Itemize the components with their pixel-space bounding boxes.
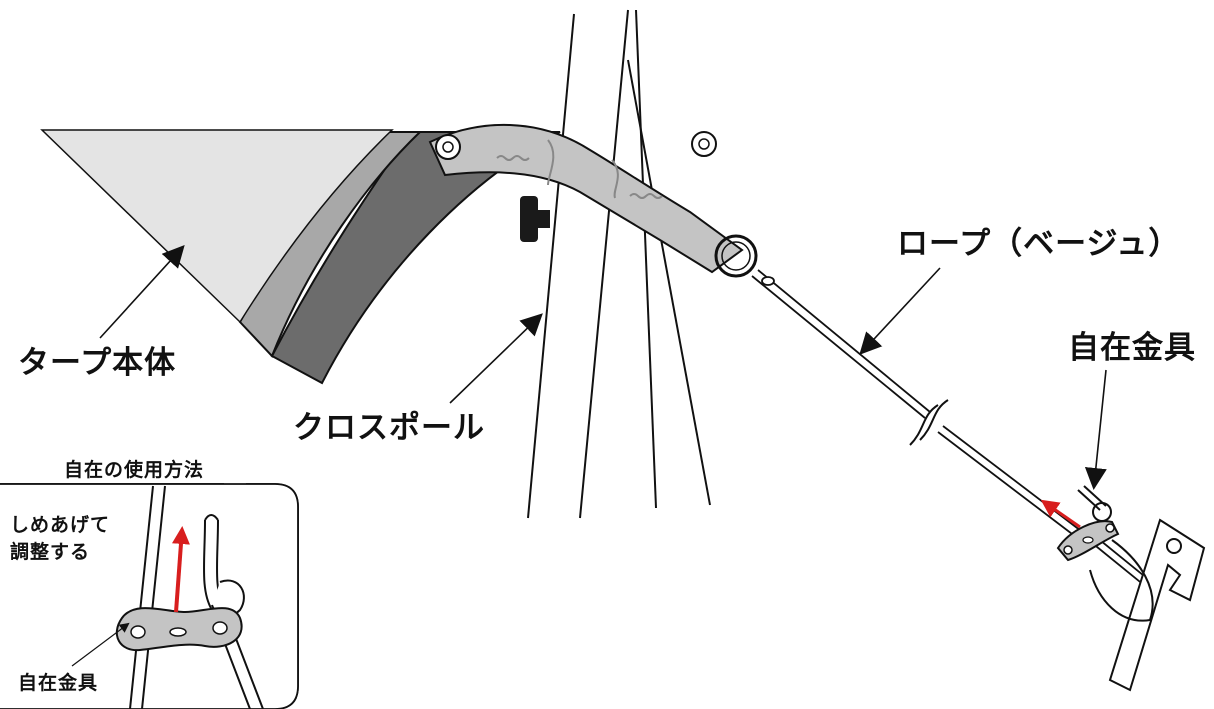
pole-strap <box>428 123 744 274</box>
cross-pole-label: クロスポール <box>293 410 485 446</box>
tarp-dark-layer <box>270 131 561 385</box>
rope-label: ロープ（ベージュ） <box>897 226 1181 262</box>
inset-red-arrow <box>172 526 190 613</box>
inset-instruction-line1: しめあげて <box>10 514 111 536</box>
tent-stake <box>1108 518 1206 692</box>
tarp-body-arrow <box>99 245 185 339</box>
adjuster-usage-inset <box>0 483 299 709</box>
inset-adjuster-arrow <box>71 622 130 667</box>
adjuster-arrow <box>1084 369 1107 490</box>
adjuster-label: 自在金具 <box>1068 330 1196 366</box>
inset-instruction-line2: 調整する <box>10 541 91 563</box>
inset-adjuster-label: 自在金具 <box>18 672 99 694</box>
o-ring <box>714 234 758 278</box>
adjuster-red-arrow <box>1040 499 1081 529</box>
tarp-main-panel <box>40 129 394 324</box>
rope-arrow <box>859 267 941 355</box>
pole-knob <box>520 196 550 242</box>
cross-pole <box>527 9 711 519</box>
cross-pole-arrow <box>449 313 543 404</box>
inset-instruction: しめあげて 調整する <box>10 512 110 566</box>
tarp-body-label: タープ本体 <box>18 345 177 381</box>
rope-adjuster <box>1040 485 1154 622</box>
rope <box>751 269 1155 591</box>
tarp-body <box>40 129 561 385</box>
inset-title: 自在の使用方法 <box>64 459 205 481</box>
